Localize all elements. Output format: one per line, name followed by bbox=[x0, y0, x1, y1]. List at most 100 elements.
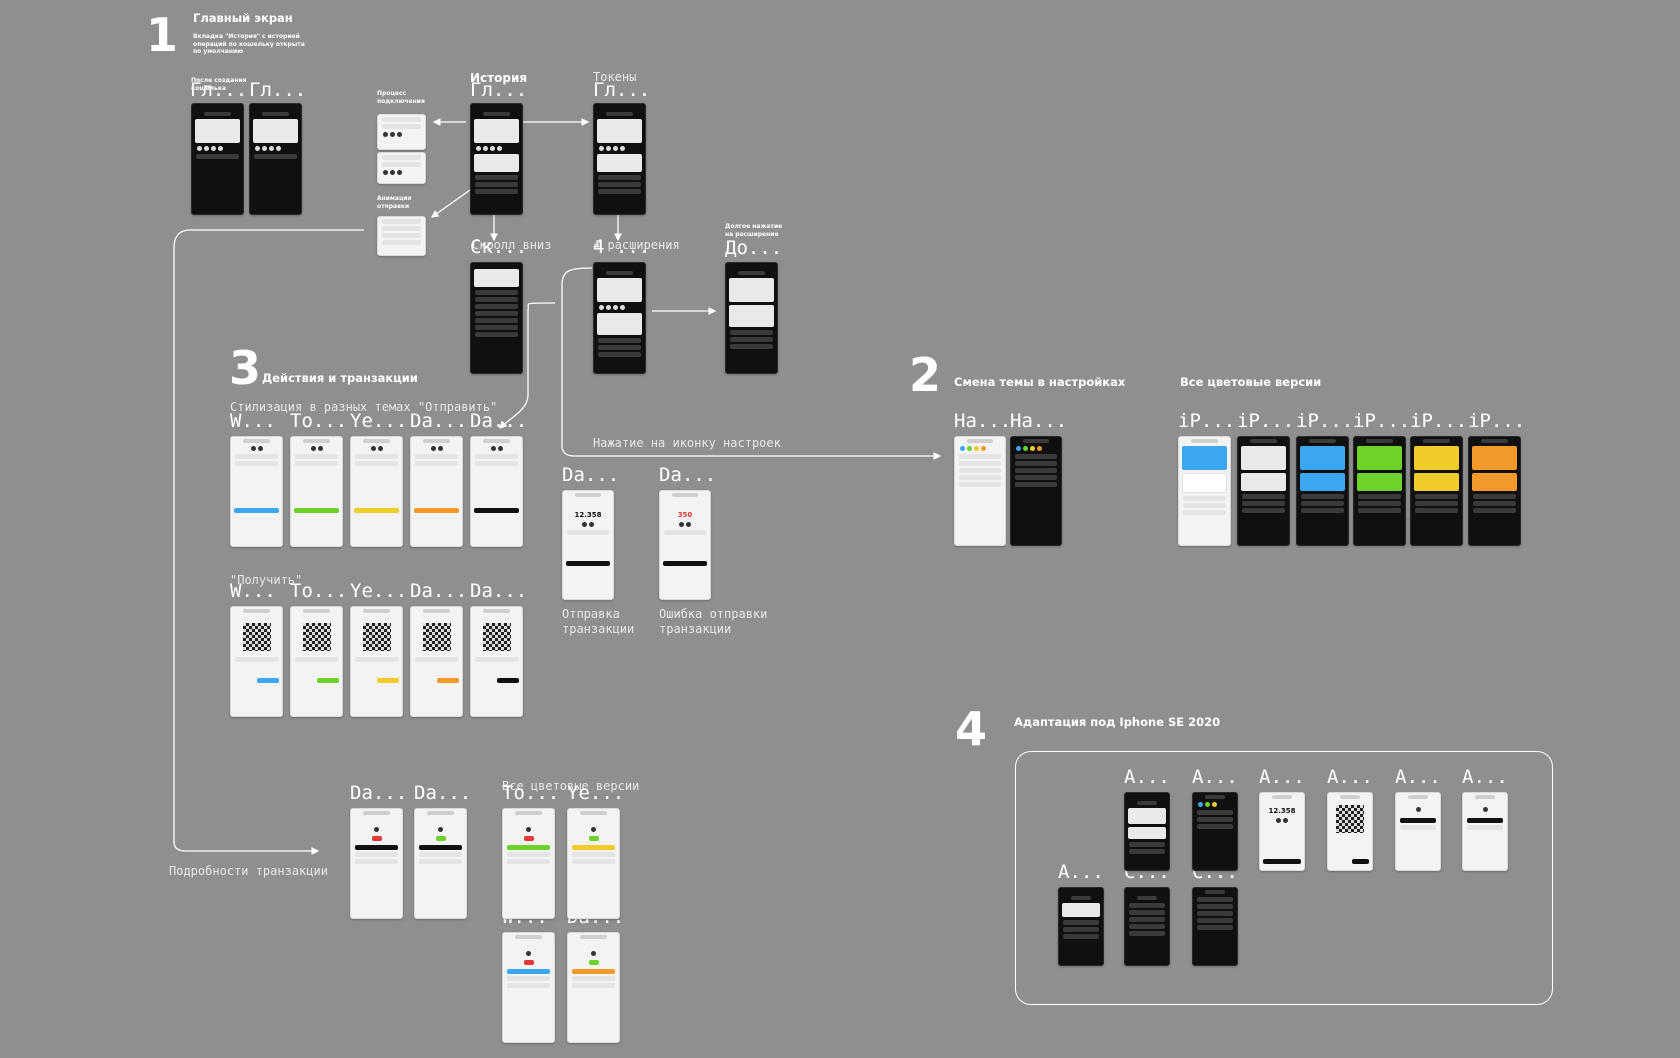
label-after-wallet: После создания кошелька bbox=[191, 77, 247, 92]
screen-se-settings-list[interactable] bbox=[1192, 887, 1238, 966]
screen-theme-green[interactable] bbox=[1353, 436, 1406, 546]
screen-se-tx-sent[interactable] bbox=[1395, 792, 1441, 871]
label-connect-process: Процесс подключения bbox=[377, 90, 425, 105]
screen-se-settings[interactable] bbox=[1192, 792, 1238, 871]
screen-send-yellow[interactable] bbox=[350, 436, 403, 547]
se-tx-amount: 12.358 bbox=[1268, 807, 1296, 815]
frame-name: iP... bbox=[1237, 410, 1295, 432]
frame-name: iP... bbox=[1296, 410, 1354, 432]
frame-name: A... bbox=[1395, 766, 1441, 788]
frame-name: W... bbox=[230, 410, 276, 432]
section-title-all-colors: Все цветовые версии bbox=[1180, 375, 1322, 389]
screen-main-empty[interactable] bbox=[249, 103, 302, 215]
frame-name: Гл... bbox=[249, 79, 307, 101]
label-send-animation: Анимация отправки bbox=[377, 195, 412, 210]
screen-tx-details-blue[interactable] bbox=[502, 932, 555, 1043]
frame-name: A... bbox=[1259, 766, 1305, 788]
screen-theme-blue[interactable] bbox=[1296, 436, 1349, 546]
frame-name: iP... bbox=[1353, 410, 1411, 432]
screen-send-white-blue[interactable] bbox=[230, 436, 283, 547]
screen-settings-dark[interactable] bbox=[1010, 436, 1062, 546]
subtitle-receive: "Получить" bbox=[230, 573, 303, 587]
screen-receive-green[interactable] bbox=[290, 606, 343, 717]
screen-main-history[interactable] bbox=[470, 103, 523, 215]
screen-tx-send[interactable]: 12.358 bbox=[562, 490, 614, 600]
screen-theme-yellow[interactable] bbox=[1410, 436, 1463, 546]
screen-se-main[interactable] bbox=[1124, 792, 1170, 871]
frame-name: Гл... bbox=[470, 79, 528, 101]
label-tokens: Токены bbox=[593, 70, 637, 84]
screen-tx-details-yellow[interactable] bbox=[567, 808, 620, 919]
frame-name: To... bbox=[502, 782, 560, 804]
frame-name: To... bbox=[290, 410, 348, 432]
frame-name: На... bbox=[954, 410, 1012, 432]
screen-connect-process-1[interactable] bbox=[377, 114, 426, 150]
screen-main-after-wallet[interactable] bbox=[191, 103, 244, 215]
screen-theme-black[interactable] bbox=[1237, 436, 1290, 546]
frame-name: Гл... bbox=[593, 79, 651, 101]
frame-name: Ye... bbox=[350, 410, 408, 432]
screen-theme-white-blue[interactable] bbox=[1178, 436, 1231, 546]
frame-name: Da... bbox=[470, 410, 528, 432]
frame-name: iP... bbox=[1468, 410, 1526, 432]
arrow-expand-to-settings bbox=[561, 267, 942, 460]
label-tx-details: Подробности транзакции bbox=[169, 864, 328, 878]
screen-theme-orange[interactable] bbox=[1468, 436, 1521, 546]
screen-se-send[interactable]: 12.358 bbox=[1259, 792, 1305, 871]
screen-tx-details-received[interactable] bbox=[414, 808, 467, 919]
section-title-theme-change: Смена темы в настройках bbox=[954, 375, 1126, 389]
frame-name: A... bbox=[1462, 766, 1508, 788]
screen-main-tokens[interactable] bbox=[593, 103, 646, 215]
label-all-colors-details: Все цветовые версии bbox=[502, 779, 640, 793]
frame-name: A... bbox=[1124, 766, 1170, 788]
section-number-2: 2 bbox=[909, 348, 942, 402]
screen-se-tokens[interactable] bbox=[1058, 887, 1104, 966]
label-expansion: 4 расширения bbox=[593, 238, 680, 252]
screen-settings-light[interactable] bbox=[954, 436, 1006, 546]
frame-name: Da... bbox=[350, 782, 408, 804]
section-title-se-adaptation: Адаптация под Iphone SE 2020 bbox=[1014, 715, 1221, 729]
screen-expansions[interactable] bbox=[593, 262, 646, 374]
frame-name: Ск... bbox=[470, 236, 528, 258]
screen-receive-orange[interactable] bbox=[410, 606, 463, 717]
screen-send-green[interactable] bbox=[290, 436, 343, 547]
screen-send-black[interactable] bbox=[470, 436, 523, 547]
screen-send-orange[interactable] bbox=[410, 436, 463, 547]
section-title-main-screen: Главный экран bbox=[193, 11, 293, 25]
label-tx-error: Ошибка отправки транзакции bbox=[659, 607, 768, 636]
frame-name: Гл... bbox=[190, 79, 248, 101]
section-number-4: 4 bbox=[955, 702, 988, 756]
label-long-press: Долгое нажатие на расширение bbox=[725, 223, 783, 238]
frame-name: Ye... bbox=[350, 580, 408, 602]
tx-amount: 12.358 bbox=[574, 511, 602, 519]
frame-name: A... bbox=[1327, 766, 1373, 788]
arrow-history-to-send-anim bbox=[430, 189, 471, 218]
screen-connect-process-2[interactable] bbox=[377, 152, 426, 184]
screen-receive-blue[interactable] bbox=[230, 606, 283, 717]
section-number-1: 1 bbox=[146, 8, 179, 62]
screen-long-press[interactable] bbox=[725, 262, 778, 374]
screen-receive-black[interactable] bbox=[470, 606, 523, 717]
screen-tx-error[interactable]: 350 bbox=[659, 490, 711, 600]
frame-name: Da... bbox=[414, 782, 472, 804]
screen-se-receive[interactable] bbox=[1327, 792, 1373, 871]
screen-se-tx-received[interactable] bbox=[1462, 792, 1508, 871]
frame-name: Ye... bbox=[567, 782, 625, 804]
se-adaptation-group-box bbox=[1015, 751, 1553, 1005]
frame-name: To... bbox=[290, 580, 348, 602]
frame-name: W... bbox=[230, 580, 276, 602]
frame-name: 4 ... bbox=[593, 236, 651, 258]
screen-receive-yellow[interactable] bbox=[350, 606, 403, 717]
frame-name: A... bbox=[1192, 766, 1238, 788]
frame-name: Da... bbox=[659, 464, 717, 486]
screen-tx-details-green[interactable] bbox=[502, 808, 555, 919]
screen-tx-details-orange[interactable] bbox=[567, 932, 620, 1043]
screen-se-scroll[interactable] bbox=[1124, 887, 1170, 966]
screen-scroll-down[interactable] bbox=[470, 262, 523, 374]
screen-send-animation[interactable] bbox=[377, 216, 426, 256]
screen-tx-details-sent[interactable] bbox=[350, 808, 403, 919]
label-tx-send: Отправка транзакции bbox=[562, 607, 635, 636]
section-note-main-screen: Вкладка "История" с историей операций по… bbox=[193, 33, 305, 55]
subtitle-send-styles: Стилизация в разных темах "Отправить" bbox=[230, 400, 498, 414]
